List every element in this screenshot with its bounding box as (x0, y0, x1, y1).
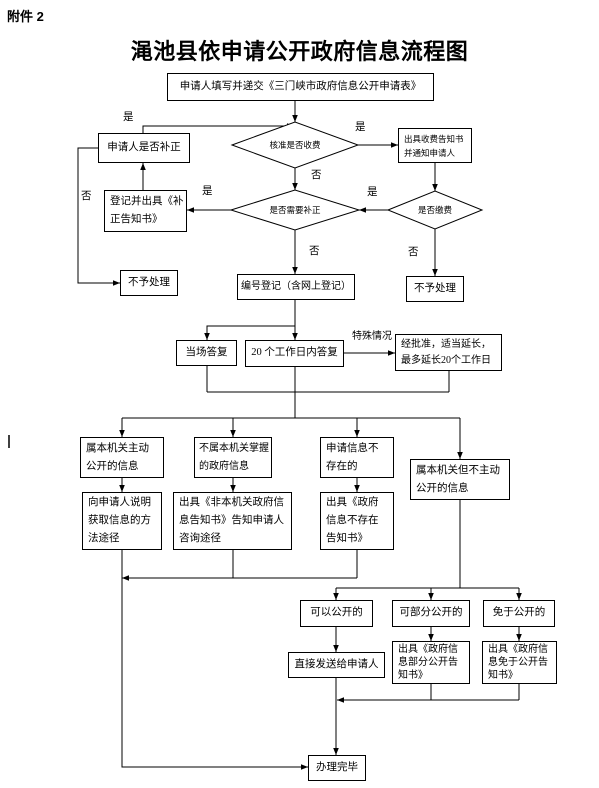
box-line: 属本机关但不主动 (416, 464, 500, 476)
box-line: 出具收费告知书 (404, 133, 464, 144)
box-line: 公开的信息 (416, 482, 469, 494)
box-register-number: 编号登记（含网上登记） (237, 274, 355, 300)
box-line: 出具《政府 (326, 497, 379, 508)
box-explain-method: 向申请人说明 获取信息的方 法途径 (82, 492, 162, 550)
branch-label-fee-no: 否 (311, 170, 322, 181)
box-label: 申请人填写并递交《三门峡市政府信息公开申请表》 (179, 80, 422, 92)
branch-label-need-supplement-yes: 是 (202, 186, 213, 197)
box-non-agency-notice: 出具《非本机关政府信 息告知书》告知申请人 咨询途径 (173, 492, 292, 550)
box-line: 息告知书》告知申请人 (179, 515, 284, 526)
box-line: 公开的信息 (86, 460, 139, 472)
box-line: 息免于公开告 (488, 657, 548, 668)
box-reply-on-spot: 当场答复 (176, 340, 237, 366)
box-exempt-notice: 出具《政府信 息免于公开告 知书》 (482, 641, 557, 684)
branch-label-paid-yes: 是 (367, 187, 378, 198)
box-line: 息部分公开告 (398, 657, 458, 668)
box-can-disclose: 可以公开的 (300, 600, 373, 627)
box-line: 出具《政府信 (398, 644, 458, 655)
box-line: 知书》 (398, 670, 428, 681)
box-label: 免于公开的 (492, 607, 546, 619)
box-not-exist: 申请信息不 存在的 (320, 437, 394, 478)
branch-label-fee-yes: 是 (355, 122, 366, 133)
box-label: 不予处理 (128, 276, 170, 288)
decision-text-check-fee: 核准是否收费 (269, 140, 321, 150)
box-not-exist-notice: 出具《政府 信息不存在 告知书》 (320, 492, 394, 550)
box-not-active-disclosure: 属本机关但不主动 公开的信息 (410, 459, 510, 500)
box-line: 获取信息的方 (88, 515, 151, 526)
box-reject-left: 不予处理 (120, 270, 178, 296)
branch-label-supplement-yes: 是 (123, 112, 134, 123)
decision-diamond-check-fee (230, 121, 360, 169)
arrow-supplement-yes-to-check-fee (142, 123, 294, 133)
box-line: 咨询途径 (179, 533, 221, 544)
box-line: 经批准，适当延长， (401, 338, 491, 350)
box-line: 登记并出具《补 (110, 196, 184, 207)
box-exempt: 免于公开的 (483, 600, 555, 627)
box-complete: 办理完毕 (308, 755, 366, 781)
box-label: 办理完毕 (316, 761, 358, 773)
arrow-explain-to-complete (121, 550, 308, 770)
attachment-label: 附件 2 (7, 9, 44, 24)
box-label: 申请人是否补正 (107, 141, 181, 153)
box-register-supplement-notice: 登记并出具《补 正告知书》 (104, 190, 187, 232)
box-partial-notice: 出具《政府信 息部分公开告 知书》 (392, 641, 470, 684)
box-partial-disclose: 可部分公开的 (392, 600, 470, 627)
branch-label-need-supplement-no: 否 (309, 246, 320, 257)
box-line: 并通知申请人 (404, 147, 456, 158)
box-active-disclosure: 属本机关主动 公开的信息 (80, 437, 164, 478)
box-extension: 经批准，适当延长， 最多延长20个工作日 (395, 334, 502, 371)
box-line: 信息不存在 (326, 515, 379, 526)
box-label: 可以公开的 (310, 607, 363, 619)
decision-diamond-need-supplement (229, 189, 361, 231)
box-line: 法途径 (88, 533, 120, 544)
decision-text-fee-paid: 是否缴费 (417, 205, 452, 215)
special-case-label: 特殊情况 (352, 331, 392, 342)
box-line: 告知书》 (326, 533, 368, 544)
box-label: 直接发送给申请人 (294, 658, 379, 670)
box-label: 20 个工作日内答复 (251, 347, 338, 359)
box-line: 申请信息不 (326, 442, 379, 454)
box-label: 编号登记（含网上登记） (241, 281, 351, 292)
box-applicant-supplement: 申请人是否补正 (98, 133, 190, 163)
box-not-held: 不属本机关掌握 的政府信息 (194, 437, 272, 478)
decision-diamond-fee-paid (386, 190, 484, 230)
box-line: 存在的 (326, 460, 358, 472)
box-reply-20-days: 20 个工作日内答复 (245, 340, 344, 367)
box-send-directly: 直接发送给申请人 (288, 652, 385, 678)
branch-label-supplement-no: 否 (81, 191, 92, 202)
box-label: 不予处理 (414, 282, 456, 294)
box-line: 属本机关主动 (86, 442, 149, 454)
box-line: 出具《非本机关政府信 (179, 497, 284, 508)
branch-label-paid-no: 否 (408, 247, 419, 258)
box-line: 最多延长20个工作日 (401, 354, 491, 366)
decision-text-need-supplement: 是否需要补正 (269, 205, 321, 215)
box-line: 的政府信息 (199, 460, 249, 472)
box-label: 当场答复 (185, 346, 228, 358)
box-line: 向申请人说明 (88, 497, 151, 508)
box-reject-right: 不予处理 (406, 276, 464, 302)
box-line: 知书》 (488, 670, 518, 681)
box-label: 可部分公开的 (399, 607, 463, 619)
box-submit-application: 申请人填写并递交《三门峡市政府信息公开申请表》 (167, 73, 434, 101)
box-fee-notice: 出具收费告知书 并通知申请人 (398, 128, 472, 163)
arrow-supplement-no-to-reject (77, 147, 120, 286)
page-title: 渑池县依申请公开政府信息流程图 (130, 39, 469, 64)
box-line: 出具《政府信 (488, 644, 548, 655)
box-line: 正告知书》 (110, 214, 163, 225)
box-line: 不属本机关掌握 (199, 442, 269, 454)
arrow-register-number-to-reply-on-spot (204, 325, 295, 340)
